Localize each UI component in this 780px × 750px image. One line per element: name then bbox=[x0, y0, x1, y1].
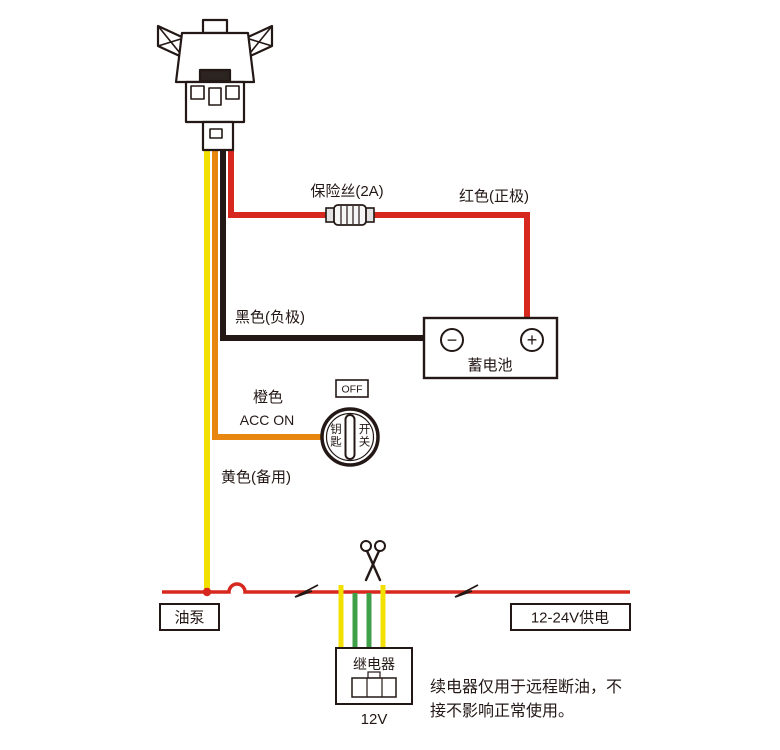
battery bbox=[422, 316, 559, 380]
relay-label: 继电器 bbox=[353, 656, 395, 672]
connector-housing bbox=[174, 31, 256, 84]
connector-tab-hole bbox=[209, 128, 223, 139]
yellow-junction-dot bbox=[202, 587, 212, 597]
note-line2: 接不影响正常使用。 bbox=[430, 702, 574, 720]
connector-center-key bbox=[208, 87, 222, 106]
red-wire bbox=[228, 146, 530, 321]
off-box bbox=[335, 379, 369, 398]
ignition-switch bbox=[320, 379, 380, 467]
relay-voltage: 12V bbox=[361, 711, 388, 728]
key-label-left: 钥匙 bbox=[330, 422, 342, 449]
power-supply-box bbox=[510, 603, 631, 631]
fuel-pump-label: 油泵 bbox=[174, 610, 204, 627]
power-supply-label: 12-24V供电 bbox=[531, 610, 609, 627]
yellow-wire-label: 黄色(备用) bbox=[221, 469, 291, 486]
connector-pin-left bbox=[190, 85, 205, 100]
connector-pin-right bbox=[225, 85, 240, 100]
cut-mark-right bbox=[454, 584, 479, 598]
key-slot bbox=[344, 414, 356, 460]
orange-wire-label: 橙色 bbox=[253, 389, 283, 406]
fuel-line-path bbox=[162, 582, 630, 594]
relay-wires bbox=[338, 585, 386, 652]
battery-plus-terminal bbox=[520, 328, 544, 352]
orange-wire-path bbox=[212, 146, 322, 440]
battery-plus-sign: + bbox=[527, 330, 538, 350]
scissors-icon bbox=[360, 540, 386, 582]
fuel-pump-box bbox=[159, 603, 220, 631]
device-connector bbox=[156, 18, 274, 152]
black-wire bbox=[220, 146, 424, 341]
red-wire-label: 红色(正极) bbox=[459, 188, 529, 205]
battery-minus-sign: − bbox=[447, 330, 458, 350]
connector-dark-slot bbox=[198, 68, 232, 83]
connector-top-cap bbox=[201, 18, 229, 35]
fuse-label: 保险丝(2A) bbox=[310, 183, 383, 200]
relay-connector-body bbox=[351, 677, 397, 698]
fuse bbox=[325, 204, 375, 226]
acc-on-label: ACC ON bbox=[240, 412, 294, 428]
off-label: OFF bbox=[342, 384, 363, 396]
cut-marks bbox=[294, 584, 479, 598]
relay bbox=[335, 647, 413, 705]
key-label-right: 开关 bbox=[359, 424, 371, 449]
battery-minus-terminal bbox=[440, 328, 464, 352]
relay-connector-notch bbox=[367, 671, 381, 679]
fuel-pump-line bbox=[162, 582, 630, 594]
black-wire-label: 黑色(负极) bbox=[235, 309, 305, 326]
cut-mark-left bbox=[294, 584, 319, 598]
black-wire-path bbox=[220, 146, 424, 341]
orange-wire bbox=[212, 146, 322, 440]
note-line1: 续电器仅用于远程断油，不 bbox=[430, 678, 622, 696]
red-wire-path bbox=[228, 146, 530, 321]
battery-label: 蓄电池 bbox=[467, 357, 512, 374]
fuse-body bbox=[333, 204, 367, 226]
